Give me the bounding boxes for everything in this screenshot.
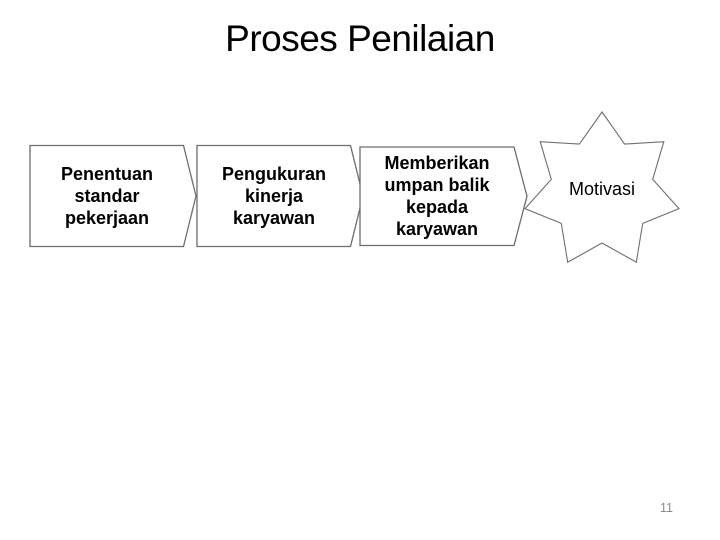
page-number: 11	[660, 500, 673, 515]
step-label-1: Penentuan standar pekerjaan	[60, 163, 153, 228]
step-label-motivasi: Motivasi	[568, 179, 635, 199]
step-label-2: Pengukuran kinerja karyawan	[221, 163, 327, 228]
step-label-3: Memberikan umpan balik kepada karyawan	[384, 153, 490, 239]
slide-title: Proses Penilaian	[225, 18, 495, 59]
step-shape-1	[29, 144, 197, 248]
step-shape-2	[196, 144, 364, 248]
motivation-star-shape	[524, 111, 680, 264]
step-shape-3	[359, 146, 528, 247]
